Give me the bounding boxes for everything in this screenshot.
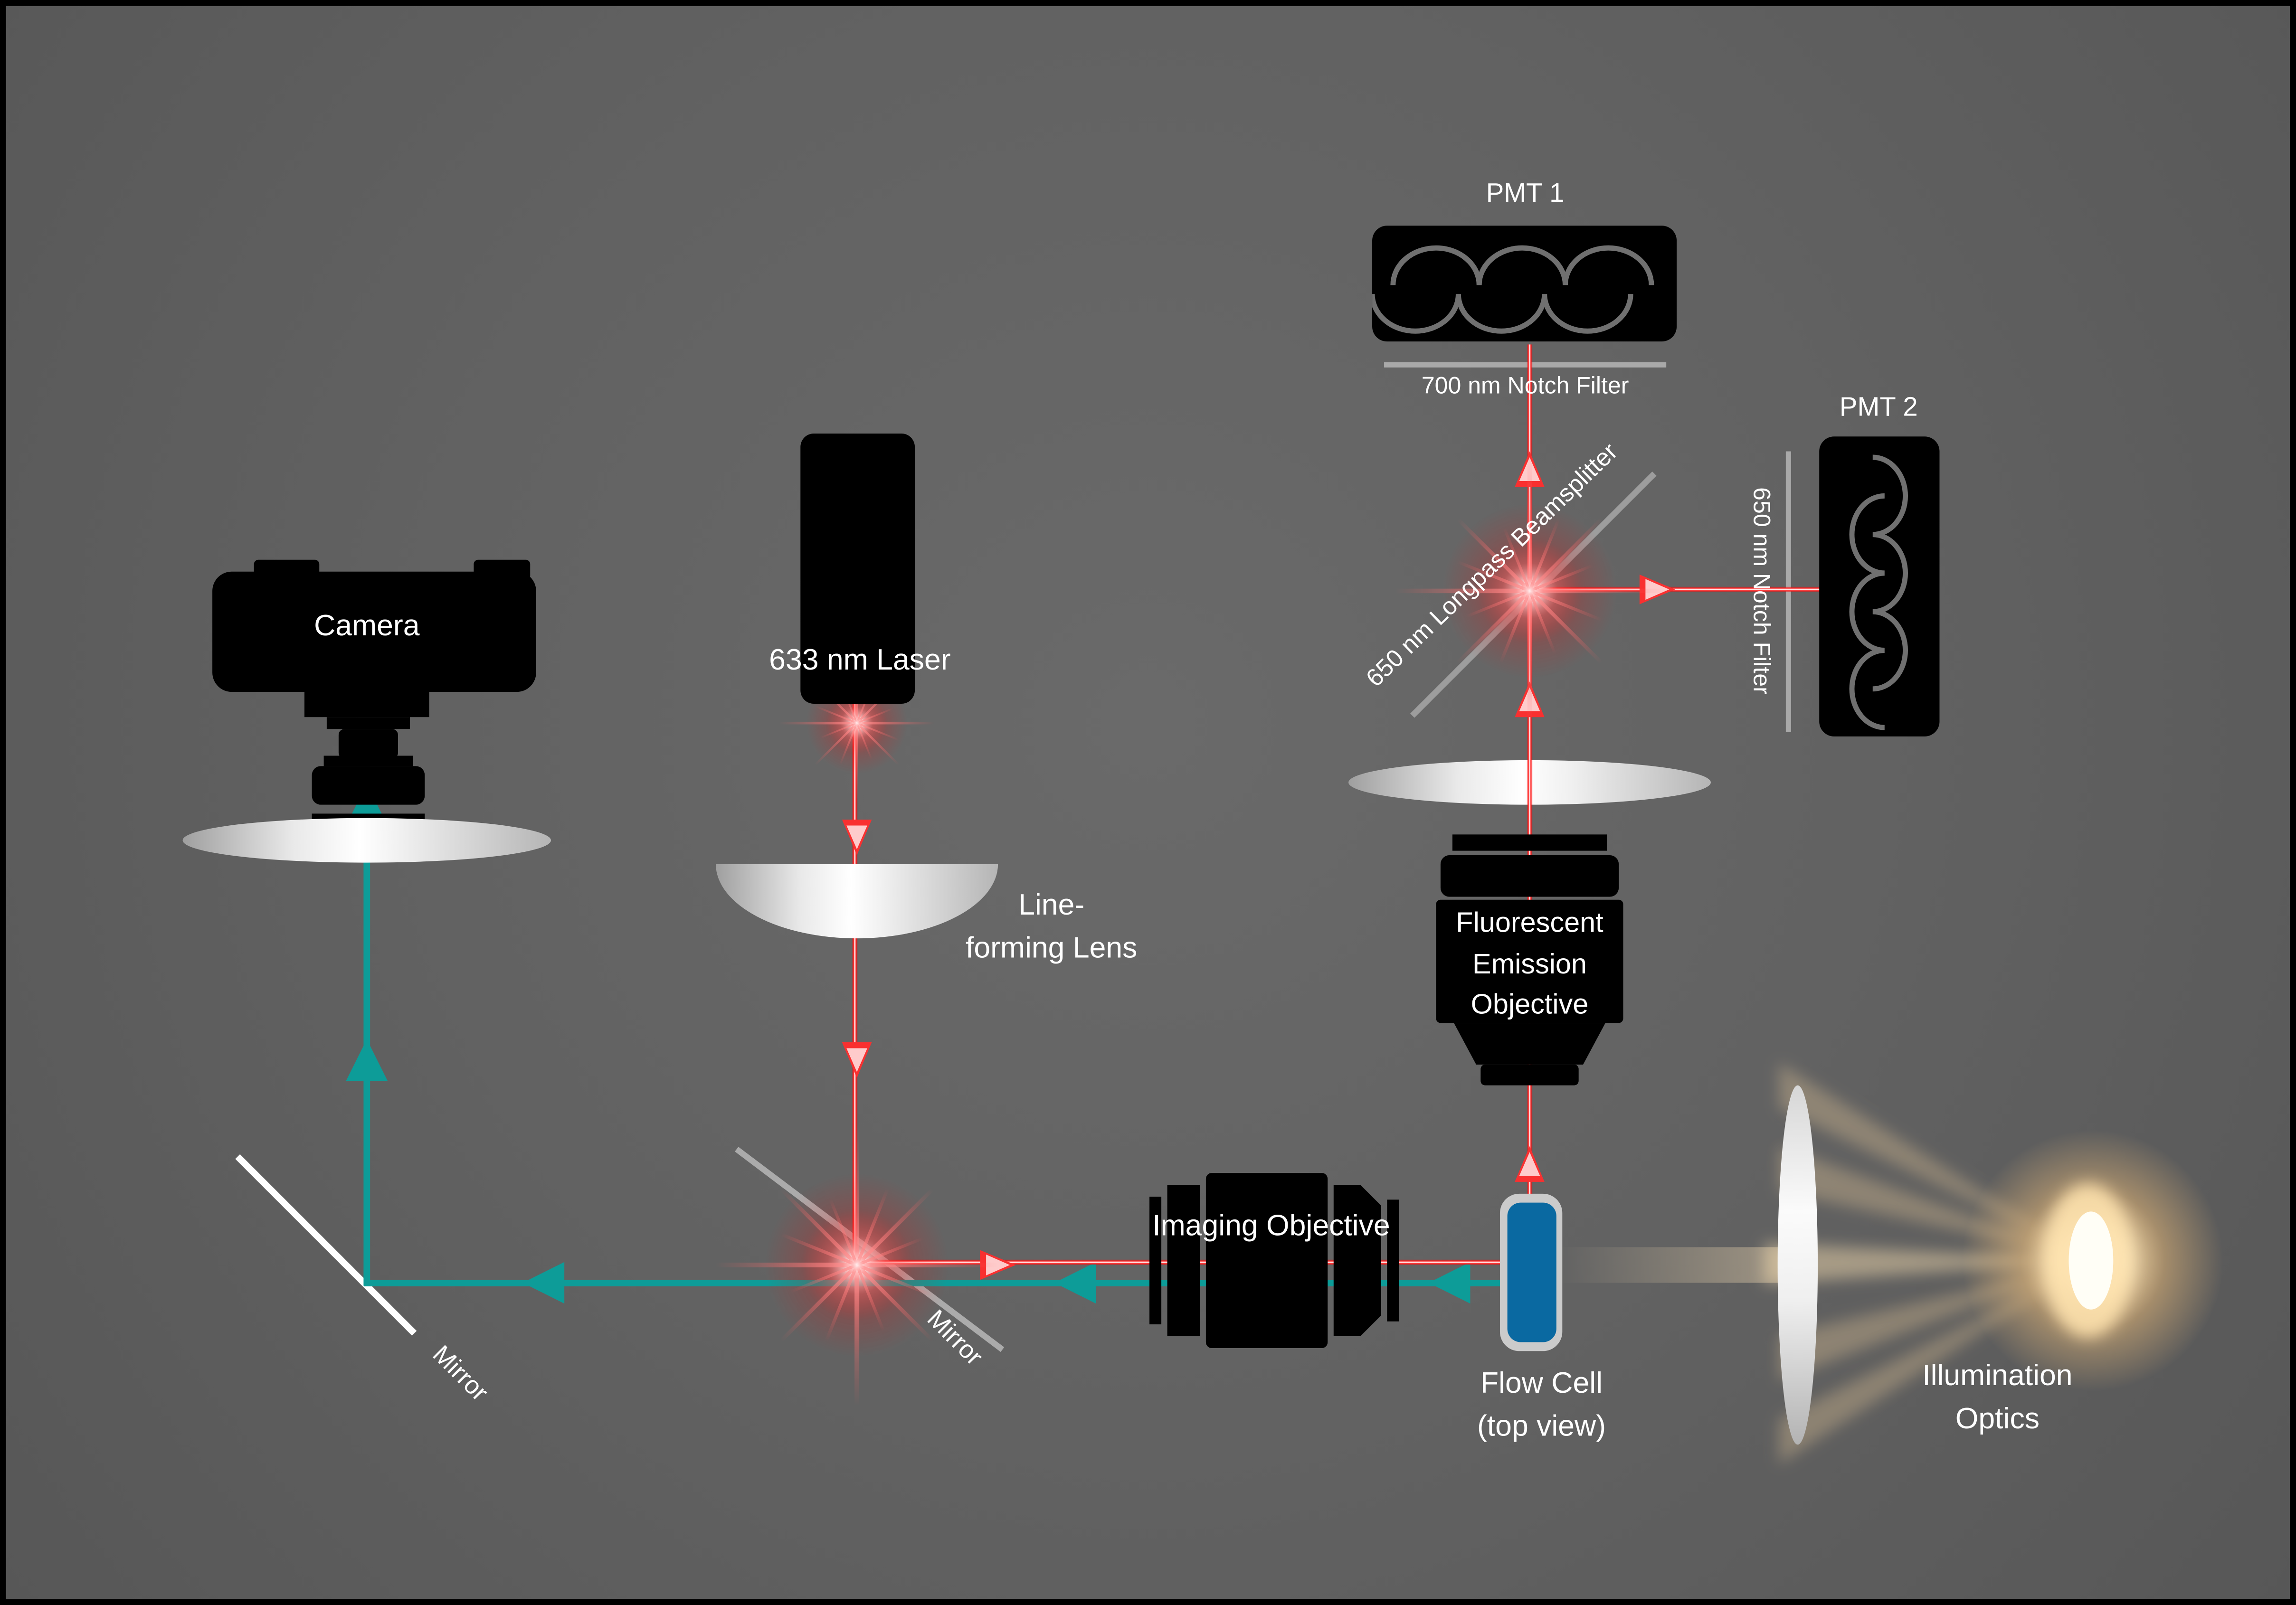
- illumination-label-1: Illumination: [1922, 1360, 2073, 1393]
- pmt1-label: PMT 1: [1486, 178, 1565, 208]
- camera-body: [212, 571, 536, 692]
- pmt2-filter-label: 650 nm Notch Filter: [1748, 487, 1774, 695]
- feo-label-2: Emission: [1472, 949, 1587, 981]
- camera-lens-top: [338, 729, 398, 759]
- flow-cell-label-1: Flow Cell: [1480, 1367, 1603, 1400]
- imaging-objective-body: [1149, 1173, 1399, 1349]
- illumination-optics-label: Illumination Optics: [1922, 1356, 2072, 1442]
- laser-body: [800, 433, 915, 704]
- illumination-condenser-lens: [1777, 1085, 1818, 1445]
- camera-lens-ring: [323, 755, 413, 766]
- fluorescent-emission-objective-label: Fluorescent Emission Objective: [1456, 904, 1603, 1026]
- pmt1-dynode-squiggle: [1369, 245, 1654, 334]
- feo-label-3: Objective: [1471, 990, 1589, 1021]
- camera-mount-step: [326, 717, 410, 729]
- feo-label-1: Fluorescent: [1456, 908, 1603, 940]
- beamsplitter-flare: [1395, 457, 1664, 725]
- mirror-left-line: [235, 1154, 417, 1336]
- teal-arrow-left-2: [1054, 1262, 1096, 1304]
- pmt1-filter-label: 700 nm Notch Filter: [1421, 374, 1629, 400]
- camera-label: Camera: [314, 610, 420, 643]
- teal-arrow-left-1: [522, 1262, 565, 1304]
- camera-lens-barrel: [312, 766, 425, 805]
- laser-beam-red: [842, 344, 1822, 1280]
- teal-arrow-left-3: [1428, 1262, 1471, 1304]
- flow-cell-channel: [1507, 1202, 1556, 1342]
- camera-mount: [304, 692, 429, 718]
- imaging-objective-label: Imaging Objective: [1152, 1210, 1390, 1243]
- flow-cell-label: Flow Cell (top view): [1477, 1363, 1606, 1449]
- camera-tube-lens: [182, 818, 551, 863]
- pmt2-dynode-squiggle: [1849, 454, 1908, 730]
- pmt2-body: [1819, 436, 1940, 736]
- camera-assembly: [212, 559, 536, 827]
- fluorescent-emission-objective-body: [1436, 834, 1623, 1086]
- teal-arrow-up-2: [346, 1039, 388, 1081]
- line-forming-lens-label-1: Line-: [1018, 889, 1085, 922]
- illumination-light-fan: [1559, 1063, 2223, 1464]
- illumination-label-2: Optics: [1955, 1403, 2040, 1436]
- line-forming-lens-label: Line- forming Lens: [966, 885, 1138, 971]
- pmt2-label: PMT 2: [1839, 392, 1918, 422]
- flow-cell-label-2: (top view): [1477, 1410, 1606, 1444]
- notch-filter-700-line: [1384, 362, 1667, 368]
- pmt1-body: [1369, 226, 1677, 342]
- laser-label: 633 nm Laser: [769, 644, 951, 677]
- line-forming-lens-label-2: forming Lens: [965, 932, 1138, 965]
- flow-cell: [1499, 1193, 1563, 1351]
